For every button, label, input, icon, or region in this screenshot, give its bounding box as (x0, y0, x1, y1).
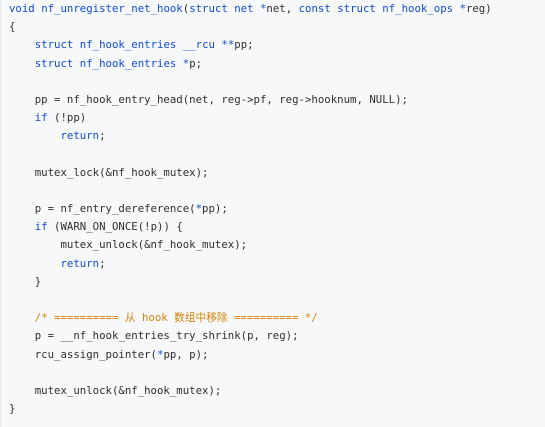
code-keyword: nf_hook_entries (79, 56, 177, 70)
code-text (9, 220, 35, 233)
code-keyword: nf_hook_ops (382, 2, 454, 15)
code-text: ; (99, 129, 106, 143)
code-text: ; (99, 256, 106, 270)
code-text: mutex_lock(&nf_hook_mutex); (9, 165, 209, 179)
code-line: mutex_unlock(&nf_hook_mutex); (9, 382, 545, 400)
code-line (9, 364, 545, 382)
code-text: pp = nf_hook_entry_head(net, reg->pf, re… (9, 92, 408, 106)
code-text: pp, p); (163, 347, 209, 361)
code-keyword: * (259, 2, 267, 15)
code-text: pp; (234, 38, 254, 52)
code-line (9, 146, 545, 164)
code-text: pp); (202, 202, 228, 216)
code-comment: /* ========== 从 hook 数组中移除 ========== */ (34, 311, 318, 325)
code-keyword: * (182, 56, 190, 70)
code-text: rcu_assign_pointer( (9, 347, 157, 361)
code-keyword: return (60, 256, 100, 270)
code-line: p = nf_entry_dereference(*pp); (9, 200, 545, 218)
code-keyword: __rcu (182, 38, 215, 52)
code-line: } (9, 400, 545, 418)
code-text (9, 111, 35, 124)
code-line: if (WARN_ON_ONCE(!p)) { (9, 218, 545, 236)
code-line: if (!pp) (9, 109, 545, 127)
code-keyword: void (9, 2, 35, 15)
code-line: pp = nf_hook_entry_head(net, reg->pf, re… (9, 91, 545, 109)
code-text (9, 311, 35, 324)
code-text: p = __nf_hook_entries_try_shrink(p, reg)… (9, 329, 299, 343)
code-text (9, 38, 35, 51)
code-keyword: * (195, 202, 203, 216)
code-text: net, (266, 2, 299, 15)
code-keyword: nf_unregister_net_hook (41, 2, 183, 15)
code-keyword: * (459, 2, 466, 15)
code-line (9, 73, 545, 91)
code-keyword: struct (34, 56, 74, 70)
code-text (9, 57, 35, 70)
code-line: rcu_assign_pointer(*pp, p); (9, 346, 545, 364)
code-line: return; (9, 255, 545, 273)
code-text: (WARN_ON_ONCE(!p)) { (47, 220, 183, 234)
code-keyword: struct (337, 2, 376, 15)
code-line: } (9, 273, 545, 291)
code-keyword: const (298, 2, 331, 15)
code-line (9, 291, 545, 309)
code-text: reg) (465, 2, 492, 15)
code-text: p; (189, 56, 203, 70)
code-text: (!pp) (47, 111, 87, 125)
code-line: return; (9, 127, 545, 145)
code-line: struct nf_hook_entries __rcu **pp; (9, 36, 545, 54)
code-text (9, 257, 60, 270)
code-text: p = nf_entry_dereference( (9, 202, 196, 216)
code-text: } (9, 274, 42, 288)
code-keyword: if (34, 220, 48, 234)
code-line: void nf_unregister_net_hook(struct net *… (9, 0, 545, 18)
code-keyword: net (234, 2, 254, 15)
code-keyword: ** (221, 38, 235, 52)
code-line: { (9, 18, 545, 36)
code-keyword: struct (34, 38, 74, 52)
code-line: p = __nf_hook_entries_try_shrink(p, reg)… (9, 327, 545, 345)
code-keyword: return (60, 129, 100, 143)
code-line (9, 182, 545, 200)
code-text: mutex_unlock(&nf_hook_mutex); (9, 383, 222, 397)
code-keyword: struct (189, 2, 228, 15)
code-lines: void nf_unregister_net_hook(struct net *… (9, 0, 545, 418)
code-text: { (9, 20, 16, 34)
code-keyword: nf_hook_entries (79, 38, 177, 52)
code-text (9, 129, 60, 142)
code-line: mutex_lock(&nf_hook_mutex); (9, 164, 545, 182)
code-line: mutex_unlock(&nf_hook_mutex); (9, 236, 545, 254)
code-text: } (9, 402, 16, 416)
code-keyword: if (34, 111, 48, 125)
code-text: mutex_unlock(&nf_hook_mutex); (9, 238, 248, 252)
code-keyword: * (157, 347, 164, 361)
code-text: ( (182, 2, 190, 15)
code-line: /* ========== 从 hook 数组中移除 ========== */ (9, 309, 545, 327)
code-line: struct nf_hook_entries *p; (9, 55, 545, 73)
